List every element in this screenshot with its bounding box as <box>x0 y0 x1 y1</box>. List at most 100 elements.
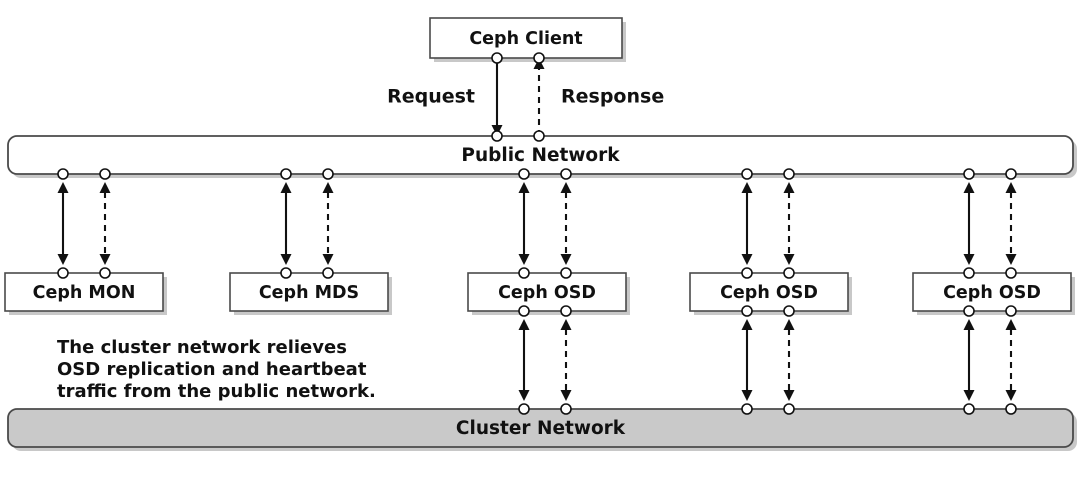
cluster-connector-solid-4 <box>963 403 975 415</box>
cluster-link-solid-4 <box>963 319 975 401</box>
public-link-solid-1 <box>280 182 292 265</box>
note-line-2: traffic from the public network. <box>57 381 376 402</box>
daemon-label-4: Ceph OSD <box>943 283 1041 303</box>
public-connector-solid-2 <box>518 168 530 180</box>
daemon-top-connector-solid-2 <box>518 267 530 279</box>
cluster-link-dashed-2 <box>560 319 572 401</box>
public-link-dashed-2 <box>560 182 572 265</box>
public-link-dashed-4-head-up <box>1005 182 1017 193</box>
public-link-solid-3-head-down <box>741 254 753 265</box>
cluster-network-bar-rect <box>7 408 1074 448</box>
cluster-connector-dashed-2 <box>560 403 572 415</box>
daemon-top-connector-solid-0 <box>57 267 69 279</box>
daemon-top-connector-dashed-2 <box>560 267 572 279</box>
public-connector-dashed-4 <box>1005 168 1017 180</box>
daemon-box-3 <box>689 272 849 312</box>
public-connector-dashed-3 <box>783 168 795 180</box>
public-link-solid-0-head-down <box>57 254 69 265</box>
daemon-box-4-rect <box>912 272 1072 312</box>
public-link-solid-2-head-down <box>518 254 530 265</box>
public-link-dashed-1 <box>322 182 334 265</box>
public-link-solid-1-head-up <box>280 182 292 193</box>
cluster-link-dashed-4-head-up <box>1005 319 1017 330</box>
cluster-network-bar <box>7 408 1074 448</box>
client-connector-request <box>491 52 503 64</box>
cluster-link-solid-2 <box>518 319 530 401</box>
public-link-dashed-0-head-up <box>99 182 111 193</box>
cluster-connector-dashed-4 <box>1005 403 1017 415</box>
daemon-box-3-rect <box>689 272 849 312</box>
daemon-bottom-connector-solid-2 <box>518 305 530 317</box>
public-link-dashed-2-head-up <box>560 182 572 193</box>
public-connector-solid-3 <box>741 168 753 180</box>
daemon-label-1: Ceph MDS <box>259 283 359 303</box>
daemon-top-connector-dashed-0 <box>99 267 111 279</box>
ceph-client-box-rect <box>429 17 623 59</box>
request-arrow <box>491 58 503 136</box>
daemon-bottom-connector-dashed-2 <box>560 305 572 317</box>
public-connector-dashed-1 <box>322 168 334 180</box>
request-label: Request <box>387 86 475 108</box>
note-line-1: OSD replication and heartbeat <box>57 359 367 380</box>
box-layer <box>4 17 1074 448</box>
public-link-dashed-3-head-down <box>783 254 795 265</box>
note-line-0: The cluster network relieves <box>57 337 347 358</box>
public-link-dashed-3 <box>783 182 795 265</box>
public-link-solid-3-head-up <box>741 182 753 193</box>
public-link-dashed-0 <box>99 182 111 265</box>
public-link-solid-0 <box>57 182 69 265</box>
ceph-client-box <box>429 17 623 59</box>
response-label: Response <box>561 86 664 108</box>
cluster-link-solid-3-head-down <box>741 390 753 401</box>
daemon-box-2-rect <box>467 272 627 312</box>
public-link-solid-2 <box>518 182 530 265</box>
daemon-box-1 <box>229 272 389 312</box>
daemon-bottom-connector-dashed-3 <box>783 305 795 317</box>
public-connector-dashed-0 <box>99 168 111 180</box>
cluster-link-solid-4-head-down <box>963 390 975 401</box>
public-connector-request <box>491 130 503 142</box>
connector-layer <box>57 52 1017 415</box>
daemon-box-0-rect <box>4 272 164 312</box>
cluster-link-solid-2-head-down <box>518 390 530 401</box>
public-connector-dashed-2 <box>560 168 572 180</box>
public-link-dashed-2-head-down <box>560 254 572 265</box>
cluster-network-label: Cluster Network <box>456 418 626 439</box>
public-link-dashed-4-head-down <box>1005 254 1017 265</box>
response-arrow <box>533 58 545 136</box>
cluster-link-solid-3-head-up <box>741 319 753 330</box>
link-layer <box>57 58 1017 401</box>
cluster-link-solid-4-head-up <box>963 319 975 330</box>
public-link-solid-4-head-down <box>963 254 975 265</box>
public-link-solid-1-head-down <box>280 254 292 265</box>
public-link-dashed-3-head-up <box>783 182 795 193</box>
cluster-link-dashed-2-head-down <box>560 390 572 401</box>
daemon-label-0: Ceph MON <box>33 283 136 303</box>
ceph-client-label: Ceph Client <box>469 29 582 49</box>
daemon-bottom-connector-solid-3 <box>741 305 753 317</box>
daemon-box-0 <box>4 272 164 312</box>
cluster-link-dashed-3-head-down <box>783 390 795 401</box>
daemon-label-2: Ceph OSD <box>498 283 596 303</box>
daemon-top-connector-dashed-3 <box>783 267 795 279</box>
cluster-link-solid-2-head-up <box>518 319 530 330</box>
daemon-top-connector-solid-3 <box>741 267 753 279</box>
daemon-box-2 <box>467 272 627 312</box>
daemon-top-connector-solid-1 <box>280 267 292 279</box>
daemon-bottom-connector-dashed-4 <box>1005 305 1017 317</box>
daemon-top-connector-solid-4 <box>963 267 975 279</box>
public-link-dashed-1-head-down <box>322 254 334 265</box>
public-link-solid-0-head-up <box>57 182 69 193</box>
daemon-top-connector-dashed-1 <box>322 267 334 279</box>
daemon-bottom-connector-solid-4 <box>963 305 975 317</box>
cluster-link-dashed-3 <box>783 319 795 401</box>
cluster-connector-solid-2 <box>518 403 530 415</box>
public-link-solid-3 <box>741 182 753 265</box>
cluster-link-dashed-2-head-up <box>560 319 572 330</box>
public-link-solid-2-head-up <box>518 182 530 193</box>
public-connector-solid-4 <box>963 168 975 180</box>
public-link-dashed-0-head-down <box>99 254 111 265</box>
